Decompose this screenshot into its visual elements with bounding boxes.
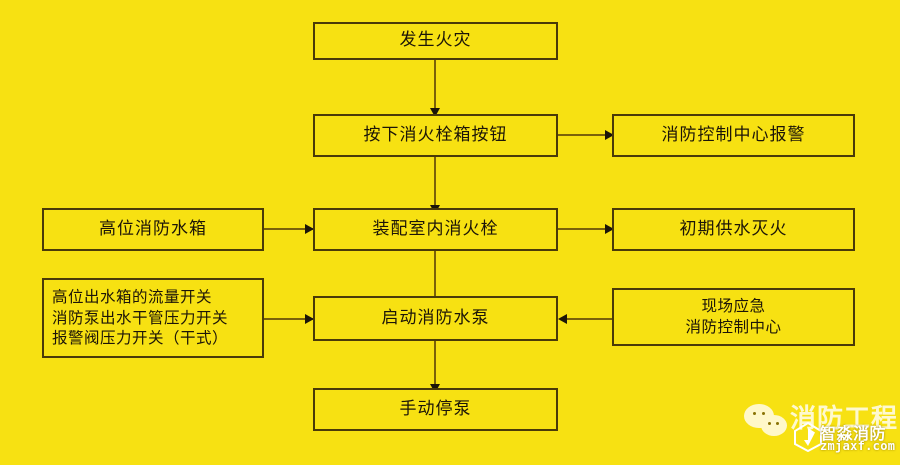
arrowhead-indoor-hydrant-to-initial-water bbox=[605, 224, 614, 234]
node-high-tank[interactable]: 高位消防水箱 bbox=[42, 208, 264, 251]
node-initial-water[interactable]: 初期供水灭火 bbox=[612, 208, 855, 251]
node-indoor-hydrant[interactable]: 装配室内消火栓 bbox=[313, 208, 558, 251]
arrowhead-site-center-to-start-pump bbox=[558, 314, 567, 324]
diamond-logo-icon bbox=[794, 422, 822, 452]
connector-press-button-to-alarm-center bbox=[558, 134, 610, 136]
node-press-button[interactable]: 按下消火栓箱按钮 bbox=[313, 114, 558, 157]
arrowhead-high-tank-to-indoor-hydrant bbox=[305, 224, 314, 234]
arrowhead-switches-to-start-pump bbox=[305, 314, 314, 324]
watermark: 消防工程 智淼消防 zmjaxf.com bbox=[742, 396, 900, 458]
watermark-brand-text: 消防工程 bbox=[790, 404, 899, 434]
node-start-pump[interactable]: 启动消防水泵 bbox=[313, 296, 558, 341]
watermark-badge-url: zmjaxf.com bbox=[820, 439, 896, 453]
watermark-badge: 智淼消防 zmjaxf.com bbox=[794, 420, 898, 456]
connector-site-center-to-start-pump bbox=[562, 318, 612, 320]
node-switches[interactable]: 高位出水箱的流量开关 消防泵出水干管压力开关 报警阀压力开关（干式） bbox=[42, 278, 264, 358]
connector-switches-to-start-pump bbox=[263, 318, 315, 320]
arrowhead-press-button-to-alarm-center bbox=[605, 130, 614, 140]
node-manual-stop[interactable]: 手动停泵 bbox=[313, 388, 558, 431]
connector-high-tank-to-indoor-hydrant bbox=[263, 228, 315, 230]
node-alarm-center[interactable]: 消防控制中心报警 bbox=[612, 114, 855, 157]
connector-fire-to-press-button bbox=[434, 59, 436, 110]
node-fire[interactable]: 发生火灾 bbox=[313, 22, 558, 60]
connector-press-button-to-indoor-hydrant bbox=[434, 157, 436, 208]
connector-start-pump-to-manual-stop bbox=[434, 341, 436, 388]
connector-indoor-hydrant-to-start-pump bbox=[434, 250, 436, 300]
arrowhead-fire-to-press-button bbox=[430, 108, 440, 117]
connector-indoor-hydrant-to-initial-water bbox=[558, 228, 610, 230]
watermark-badge-name: 智淼消防 bbox=[820, 424, 887, 443]
node-site-center[interactable]: 现场应急 消防控制中心 bbox=[612, 288, 855, 346]
wechat-icon bbox=[744, 404, 790, 438]
